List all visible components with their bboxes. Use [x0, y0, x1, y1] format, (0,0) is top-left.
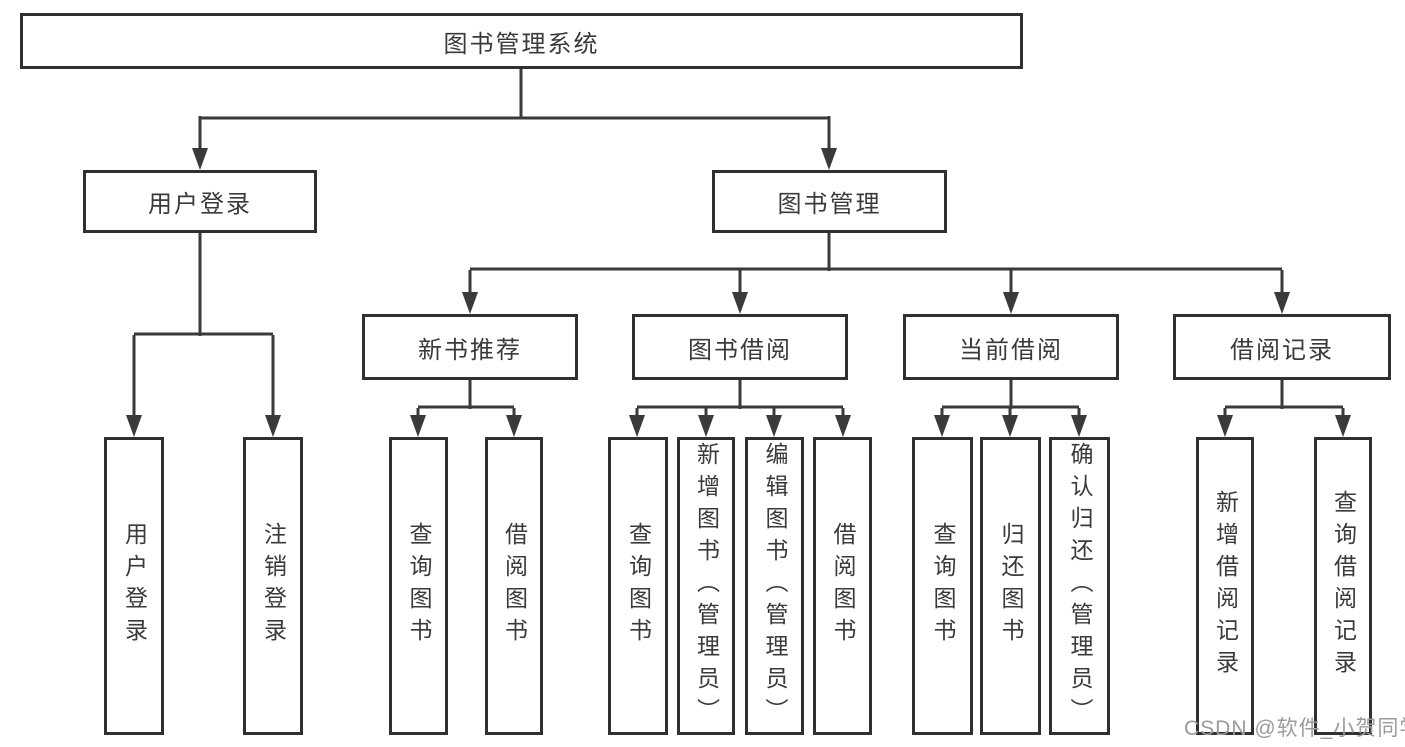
node-leaf-query-book-current: 查询图书: [912, 437, 973, 735]
arrow-down-icon: [462, 292, 478, 314]
node-leaf-borrow-book-recommend: 借阅图书: [485, 437, 543, 735]
node-leaf-query-book-borrow: 查询图书: [608, 437, 668, 735]
node-leaf-query-borrow-record: 查询借阅记录: [1314, 437, 1372, 735]
node-leaf-add-borrow-record: 新增借阅记录: [1196, 437, 1254, 735]
node-book-borrow: 图书借阅: [632, 314, 848, 380]
csdn-watermark: CSDN @软件_小贺同学: [1184, 717, 1405, 740]
arrow-down-icon: [1003, 292, 1019, 314]
arrow-down-icon: [934, 415, 950, 437]
node-leaf-edit-book-admin: 编辑图书（管理员）: [745, 437, 804, 735]
arrow-down-icon: [1002, 415, 1018, 437]
arrow-down-icon: [1274, 292, 1290, 314]
arrow-down-icon: [821, 148, 837, 170]
node-borrow-record: 借阅记录: [1173, 314, 1391, 380]
arrow-down-icon: [766, 415, 782, 437]
node-leaf-logout: 注销登录: [243, 437, 303, 735]
arrowheads: [126, 148, 1351, 437]
node-leaf-borrow-book: 借阅图书: [813, 437, 872, 735]
arrow-down-icon: [1335, 415, 1351, 437]
node-user-login: 用户登录: [83, 170, 317, 233]
arrow-down-icon: [1071, 415, 1087, 437]
node-library-management-system: 图书管理系统: [20, 13, 1023, 69]
connector-path: [132, 69, 1345, 418]
arrow-down-icon: [126, 415, 142, 437]
arrow-down-icon: [732, 292, 748, 314]
arrow-down-icon: [629, 415, 645, 437]
arrow-down-icon: [410, 415, 426, 437]
arrow-down-icon: [1217, 415, 1233, 437]
node-book-management: 图书管理: [712, 170, 947, 233]
node-leaf-query-book-recommend: 查询图书: [389, 437, 448, 735]
node-leaf-user-login: 用户登录: [104, 437, 164, 735]
arrow-down-icon: [506, 415, 522, 437]
arrow-down-icon: [265, 415, 281, 437]
node-current-borrow: 当前借阅: [903, 314, 1119, 380]
arrow-down-icon: [835, 415, 851, 437]
node-leaf-add-book-admin: 新增图书（管理员）: [677, 437, 735, 735]
arrow-down-icon: [698, 415, 714, 437]
node-leaf-confirm-return-admin: 确认归还（管理员）: [1049, 437, 1110, 735]
arrow-down-icon: [192, 148, 208, 170]
node-new-book-recommend: 新书推荐: [362, 314, 578, 380]
node-leaf-return-book: 归还图书: [980, 437, 1041, 735]
